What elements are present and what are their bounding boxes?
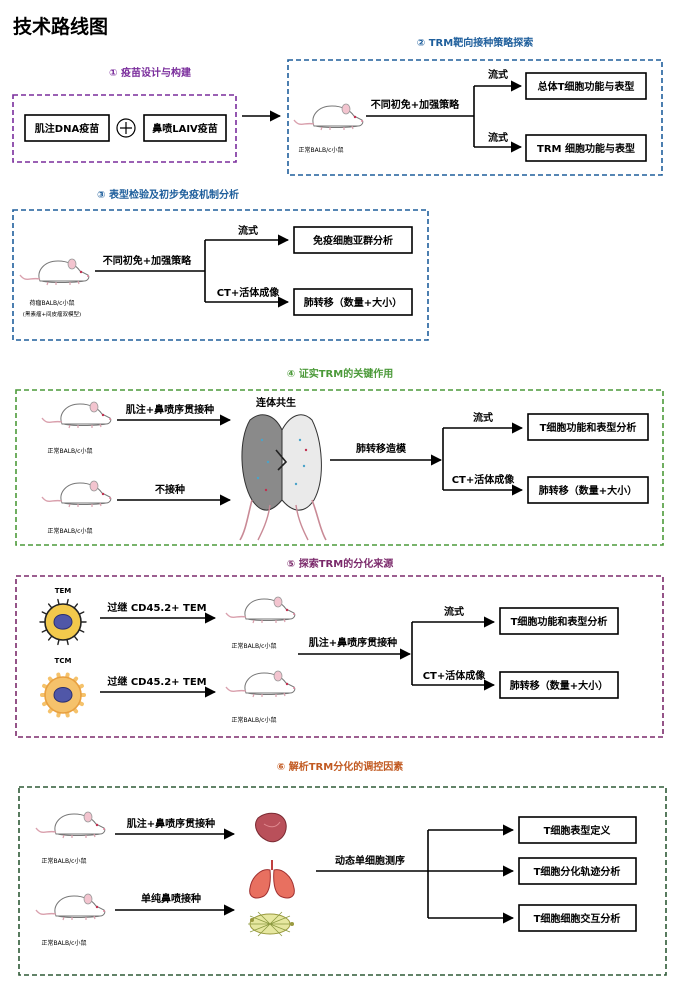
mouse-icon [35,893,106,921]
s5-title: ⑤ 探索TRM的分化来源 [287,557,393,570]
s1-laiv-label: 鼻喷LAIV疫苗 [152,122,218,135]
lung-icon [249,860,295,899]
s2-arrow-label: 不同初免+加强策略 [371,98,460,111]
s6-mouse-label-b: 正常BALB/c小鼠 [41,939,86,947]
s1-dna-box [24,114,110,142]
s5-box-top [499,607,619,635]
s2-title: ② TRM靶向接种策略探索 [417,36,533,49]
s5-box-bottom [499,671,619,699]
s3-box-top [293,226,413,254]
s5-arrow-a-label: 过继 CD45.2+ TEM [107,601,206,614]
tcm-cell-icon [40,672,86,718]
mouse-icon [41,480,112,508]
s4-box-top [527,413,649,441]
s4-mouse-label-b: 正常BALB/c小鼠 [47,527,92,535]
s2-box-top [525,72,647,100]
s3-branch-bottom: CT+活体成像 [217,286,281,299]
s2-box-bottom-label: TRM 细胞功能与表型 [537,142,635,155]
s5-mouse-label-a: 正常BALB/c小鼠 [231,642,276,650]
s6-box-1 [518,816,637,844]
s3-box-bottom [293,288,413,316]
s4-title: ④ 证实TRM的关键作用 [287,367,393,380]
mouse-icon [19,258,90,286]
tem-label: TEM [55,587,72,595]
s1-dna-label: 肌注DNA疫苗 [35,122,99,135]
s5-box-top-label: T细胞功能和表型分析 [511,615,608,628]
s2-mouse-label: 正常BALB/c小鼠 [298,146,343,154]
s3-title: ③ 表型检验及初步免疫机制分析 [97,188,239,201]
s3-box-top-label: 免疫细胞亚群分析 [313,234,393,247]
tcm-label: TCM [55,657,72,665]
lymph-node-icon [248,911,294,937]
s3-box-bottom-label: 肺转移（数量+大小） [304,296,402,309]
mouse-icon [225,670,296,698]
s4-mouse-label-a: 正常BALB/c小鼠 [47,447,92,455]
s6-frame [18,786,667,976]
s6-title: ⑥ 解析TRM分化的调控因素 [277,760,403,773]
s5-frame [15,575,664,738]
s1-frame [12,94,237,163]
s2-branch-top: 流式 [488,68,508,81]
s1-laiv-box [143,114,227,142]
s5-mouse-label-b: 正常BALB/c小鼠 [231,716,276,724]
s4-box-bottom [527,476,649,504]
mouse-icon [293,103,364,131]
mouse-icon [225,596,296,624]
s4-parabiosis-label: 连体共生 [256,396,296,409]
parabiosis-mice-illustration [239,414,327,541]
s3-mouse-label: 荷瘤BALB/c小鼠 [29,299,74,307]
s6-arrow-mid-label: 动态单细胞测序 [335,854,405,867]
tem-cell-icon [39,598,87,646]
s5-arrow-b-label: 过继 CD45.2+ TEM [107,675,206,688]
s5-branch-bottom: CT+活体成像 [423,669,487,682]
s6-box-1-label: T细胞表型定义 [544,824,612,837]
s4-arrow-b-label: 不接种 [155,483,185,496]
s3-branch-top: 流式 [238,224,258,237]
s6-box-3-label: T细胞细胞交互分析 [534,912,621,925]
s4-box-bottom-label: 肺转移（数量+大小） [539,484,637,497]
mouse-icon [41,401,112,429]
spleen-icon [255,812,287,843]
s4-branch-top: 流式 [473,411,493,424]
s1-title: ① 疫苗设计与构建 [109,66,192,79]
s4-branch-bottom: CT+活体成像 [452,473,516,486]
s6-box-2 [518,857,637,885]
s4-frame [15,389,664,546]
s2-box-top-label: 总体T细胞功能与表型 [538,80,635,93]
s6-box-2-label: T细胞分化轨迹分析 [534,865,621,878]
s6-arrow-b-label: 单纯鼻喷接种 [141,892,201,905]
s6-arrow-a-label: 肌注+鼻喷序贯接种 [127,817,215,830]
s2-branch-bottom: 流式 [488,131,508,144]
s2-box-bottom [525,134,647,162]
s3-mouse-label2: (黑素瘤+间皮瘤双模型) [23,310,81,318]
s3-frame [12,209,429,341]
s4-arrow-mid-label: 肺转移造模 [356,442,407,455]
s6-mouse-label-a: 正常BALB/c小鼠 [41,857,86,865]
mouse-icon [35,811,106,839]
page-title: 技术路线图 [13,16,109,38]
s6-box-3 [518,904,637,932]
s3-arrow-label: 不同初免+加强策略 [103,254,192,267]
s5-branch-top: 流式 [444,605,464,618]
s4-arrow-a-label: 肌注+鼻喷序贯接种 [126,403,214,416]
s5-box-bottom-label: 肺转移（数量+大小） [510,679,608,692]
s2-frame [287,59,663,176]
s5-arrow-mid-label: 肌注+鼻喷序贯接种 [309,636,397,649]
s4-box-top-label: T细胞功能和表型分析 [540,421,637,434]
